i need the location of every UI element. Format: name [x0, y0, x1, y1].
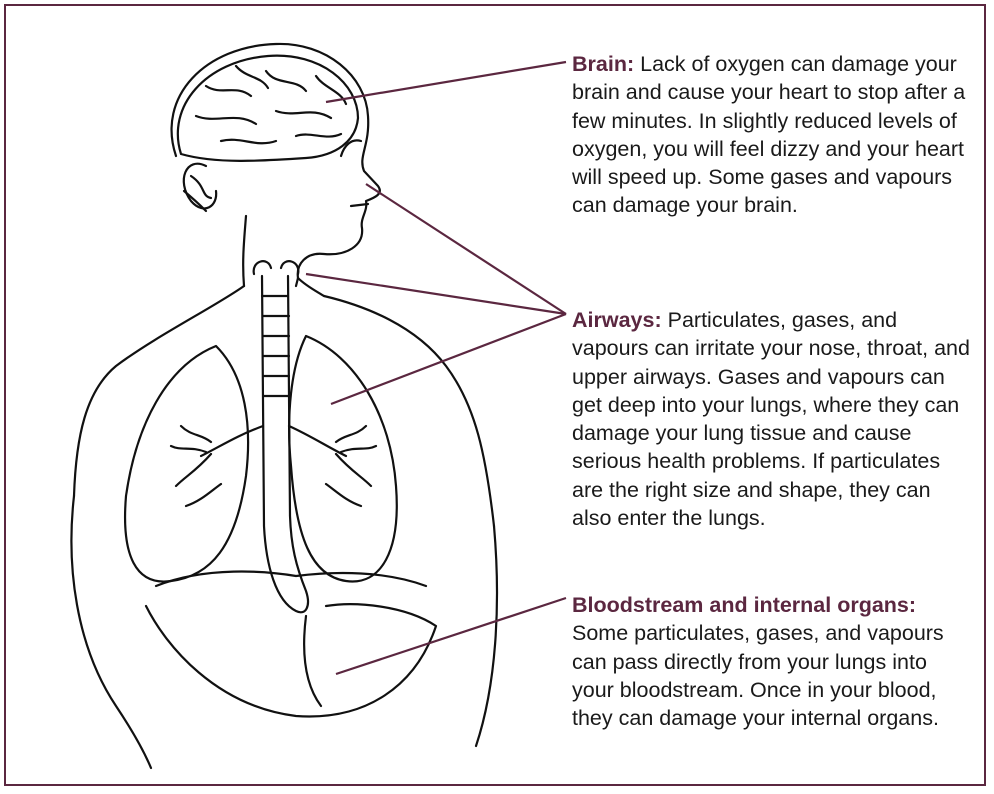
callout-bloodstream-body: Some particulates, gases, and vapours ca… — [572, 619, 972, 732]
leader-airways-lungs — [331, 314, 566, 404]
leader-airways-nose — [366, 184, 566, 314]
callout-airways-heading: Airways: — [572, 308, 662, 332]
leader-airways-throat — [306, 274, 566, 314]
callout-brain-heading: Brain: — [572, 52, 634, 76]
callout-brain: Brain: Lack of oxygen can damage your br… — [572, 50, 972, 220]
callout-airways: Airways: Particulates, gases, and vapour… — [572, 306, 972, 532]
callout-leaders — [306, 62, 566, 674]
callout-airways-body: Particulates, gases, and vapours can irr… — [572, 308, 970, 530]
liver — [146, 604, 436, 716]
callout-bloodstream-heading: Bloodstream and internal organs: — [572, 591, 972, 619]
right-lung — [289, 336, 397, 581]
callout-bloodstream: Bloodstream and internal organs: Some pa… — [572, 591, 972, 732]
left-lung — [125, 346, 248, 582]
callout-brain-body: Lack of oxygen can damage your brain and… — [572, 52, 965, 217]
trachea — [262, 276, 308, 612]
diagram-frame: Brain: Lack of oxygen can damage your br… — [4, 4, 986, 786]
leader-brain — [326, 62, 566, 102]
leader-bloodstream — [336, 598, 566, 674]
brain-outline — [178, 56, 358, 161]
bronchi — [171, 426, 376, 486]
